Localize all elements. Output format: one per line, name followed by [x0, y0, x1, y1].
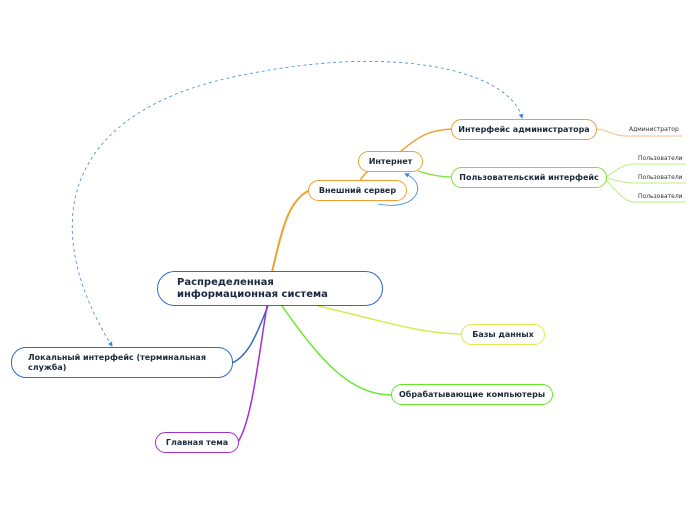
node-processing-computers-label: Обрабатывающие компьютеры — [398, 389, 546, 399]
node-internet[interactable]: Интернет — [358, 151, 423, 172]
node-admin-interface[interactable]: Интерфейс администратора — [451, 119, 597, 140]
central-topic-node[interactable]: Распределенная информационная система — [157, 271, 383, 306]
node-user-interface-label: Пользовательский интерфейс — [459, 172, 599, 182]
relation-dashed-local-admin — [72, 61, 524, 347]
node-main-topic-label: Главная тема — [165, 437, 229, 447]
node-local-interface[interactable]: Локальный интерфейс (терминальная служба… — [11, 347, 233, 378]
link-user-users-3 — [605, 179, 686, 203]
node-databases[interactable]: Базы данных — [461, 324, 545, 345]
link-central-external-server — [271, 189, 311, 273]
link-user-users-1 — [605, 163, 686, 178]
leaf-users-3[interactable]: Пользователи — [638, 193, 683, 200]
node-main-topic[interactable]: Главная тема — [155, 432, 239, 453]
node-local-interface-label: Локальный интерфейс (терминальная служба… — [28, 352, 206, 372]
node-external-server[interactable]: Внешний сервер — [308, 180, 407, 201]
link-central-databases — [317, 305, 463, 335]
node-databases-label: Базы данных — [472, 329, 534, 339]
node-processing-computers[interactable]: Обрабатывающие компьютеры — [391, 384, 553, 405]
leaf-administrator[interactable]: Администратор — [629, 126, 679, 133]
central-topic-label: Распределенная информационная система — [177, 276, 328, 300]
node-external-server-label: Внешний сервер — [318, 185, 397, 195]
link-internet-admin-interface — [399, 128, 453, 153]
node-user-interface[interactable]: Пользовательский интерфейс — [451, 167, 607, 188]
node-internet-label: Интернет — [368, 156, 413, 166]
link-central-main-topic — [237, 305, 268, 443]
node-admin-interface-label: Интерфейс администратора — [458, 124, 590, 134]
link-internet-user-interface — [417, 170, 453, 178]
link-user-users-2 — [605, 177, 686, 184]
link-admin-administrator — [596, 128, 682, 137]
leaf-users-1[interactable]: Пользователи — [638, 155, 683, 162]
leaf-users-2[interactable]: Пользователи — [638, 174, 683, 181]
